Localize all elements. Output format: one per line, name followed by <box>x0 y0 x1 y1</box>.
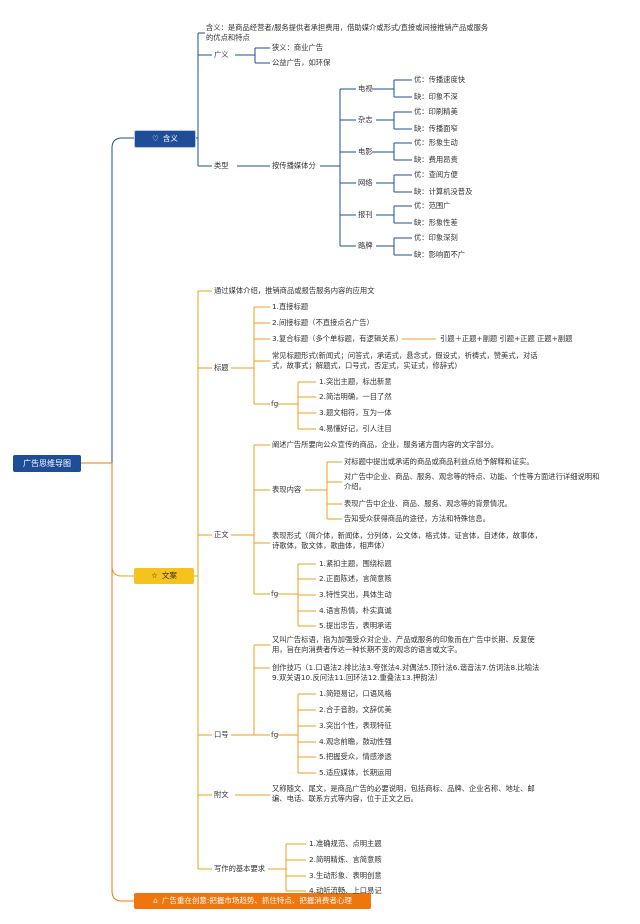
slogan-requirements-node: fg <box>271 730 279 739</box>
headline-node: 标题 <box>214 363 229 372</box>
root-node[interactable]: 广告思维导图 <box>13 455 81 472</box>
slogan-requirement: 1.简短易记，口语风格 <box>319 689 392 698</box>
media-name: 网络 <box>358 178 373 187</box>
media-pros: 优：范围广 <box>414 201 451 210</box>
media-pros: 优：印刷精美 <box>414 107 458 116</box>
body-forms: 表现形式（简介体，新闻体，分列体，公文体，格式体，证言体，自述体，故事体，诗歌体… <box>272 531 542 550</box>
slogan-requirement: 5.适应媒体，长期运用 <box>319 768 392 777</box>
branch-creative-label: 广告重在创意:把握市场趋势、抓住特点、把握消费者心理 <box>161 896 352 905</box>
body-content-item: 对标题中提出或承诺的商品或商品利益点给予解释和证实。 <box>344 457 534 466</box>
headline-requirement: 3.题文相符，互为一体 <box>319 408 392 417</box>
branch-meaning-node[interactable]: ♡含义 <box>134 130 196 148</box>
body-node: 正文 <box>214 530 229 539</box>
body-content-item: 告知受众获得商品的途径，方法和特殊信息。 <box>344 514 490 523</box>
slogan-requirement: 4.观念前瞻，鼓动性强 <box>319 737 392 746</box>
body-content-item: 表现广告中企业、商品、服务、观念等的背景情况。 <box>344 499 512 508</box>
basic-requirement: 4.动听流畅、上口易记 <box>309 886 382 895</box>
headline-requirement: 2.简洁明确，一目了然 <box>319 392 392 401</box>
body-requirement: 5.提出忠告，表明承诺 <box>319 621 392 630</box>
branch-copy-node[interactable]: ☆文案 <box>134 568 194 584</box>
star-icon: ☆ <box>151 571 158 580</box>
headline-requirements-node: fg <box>271 399 279 408</box>
compound-headline-structure: 引题＋正题+副题 引题+正题 正题+副题 <box>440 334 573 343</box>
media-name: 电视 <box>358 84 373 93</box>
media-name: 杂志 <box>358 115 373 124</box>
appendix-node: 附文 <box>214 790 229 799</box>
slogan-techniques: 创作技巧（1.口语法2.排比法3.夸张法4.对偶法5.顶针法6.谐音法7.仿词法… <box>272 663 540 682</box>
media-cons: 缺：费用昂贵 <box>414 155 458 164</box>
body-definition: 阐述广告所要向公众宣传的商品，企业，服务诸方面内容的文字部分。 <box>272 440 499 449</box>
basic-requirement: 2.简明精炼、言简意赅 <box>309 855 382 864</box>
media-cons: 缺：形象性差 <box>414 218 458 227</box>
appendix-definition: 又称随文、尾文，是商品广告的必要说明，包括商标、品牌、企业名称、地址、邮编、电话… <box>272 784 535 803</box>
meaning-definition: 含义：是商品经营者/服务提供者承担费用，借助媒介或形式/直接或间接推销产品或服务… <box>206 23 489 42</box>
home-icon: ⌂ <box>153 896 158 905</box>
media-cons: 缺：计算机没普及 <box>414 187 473 196</box>
media-cons: 缺：传播面窄 <box>414 124 458 133</box>
media-pros: 优：印象深刻 <box>414 233 458 242</box>
slogan-requirement: 2.合于音韵，文辞优美 <box>319 705 392 714</box>
media-name: 报刊 <box>358 210 373 219</box>
media-pros: 优：传播速度快 <box>414 75 466 84</box>
branch-creative-node[interactable]: ⌂广告重在创意:把握市场趋势、抓住特点、把握消费者心理 <box>134 893 371 909</box>
basic-requirement: 1.准确规范、点明主题 <box>309 839 382 848</box>
body-requirements-node: fg <box>271 589 279 598</box>
types-by-media: 按传播媒体分 <box>272 161 316 170</box>
media-pros: 优：形象生动 <box>414 138 458 147</box>
branch-meaning-label: 含义 <box>162 134 178 143</box>
copy-intro: 通过媒体介绍，推销商品或报告服务内容的应用文 <box>214 286 375 295</box>
basic-requirements-node: 写作的基本要求 <box>214 864 266 873</box>
headline-forms: 常见标题形式(新闻式；问答式，承诺式，悬念式，假设式，祈祷式，赞美式，对话式，故… <box>272 351 538 370</box>
media-pros: 优：查阅方便 <box>414 170 458 179</box>
body-requirement: 4.语言热情，朴实真诚 <box>319 606 392 615</box>
media-name: 电影 <box>358 147 373 156</box>
media-cons: 缺：影响面不广 <box>414 250 466 259</box>
headline-requirement: 1.突出主题，标出新意 <box>319 377 392 386</box>
heart-icon: ♡ <box>152 134 159 143</box>
media-name: 路牌 <box>358 241 373 250</box>
broad-node: 广义 <box>214 50 229 59</box>
broad-item: 公益广告，如环保 <box>272 58 331 67</box>
slogan-node: 口号 <box>214 730 229 739</box>
body-requirement: 1.紧扣主题，围绕标题 <box>319 559 392 568</box>
body-requirement: 3.特性突出，具体生动 <box>319 590 392 599</box>
slogan-requirement: 5.把握受众，情感渗透 <box>319 752 392 761</box>
headline-requirement: 4.易懂好记，引人注目 <box>319 424 392 433</box>
types-node: 类型 <box>214 161 229 170</box>
body-content-node: 表现内容 <box>272 485 302 494</box>
headline-type: 1.直接标题 <box>272 302 309 311</box>
basic-requirement: 3.生动形象、表明创意 <box>309 871 382 880</box>
broad-item: 狭义：商业广告 <box>272 43 324 52</box>
slogan-requirement: 3.突出个性，表现特征 <box>319 721 392 730</box>
media-cons: 缺：印象不深 <box>414 92 458 101</box>
body-requirement: 2.正面陈述，言简意赅 <box>319 574 392 583</box>
branch-copy-label: 文案 <box>161 571 177 580</box>
headline-type: 2.间接标题（不直接点名广告） <box>272 318 374 327</box>
body-content-item: 对广告中企业、商品、服务、观念等的特点、功能、个性等方面进行详细说明和介绍。 <box>344 472 600 491</box>
slogan-definition: 又叫广告标语，指为加强受众对企业、产品或服务的印象而在广告中长期、反复使用，旨在… <box>272 635 535 654</box>
headline-type: 3.复合标题（多个单标题，有逻辑关系） <box>272 334 404 343</box>
